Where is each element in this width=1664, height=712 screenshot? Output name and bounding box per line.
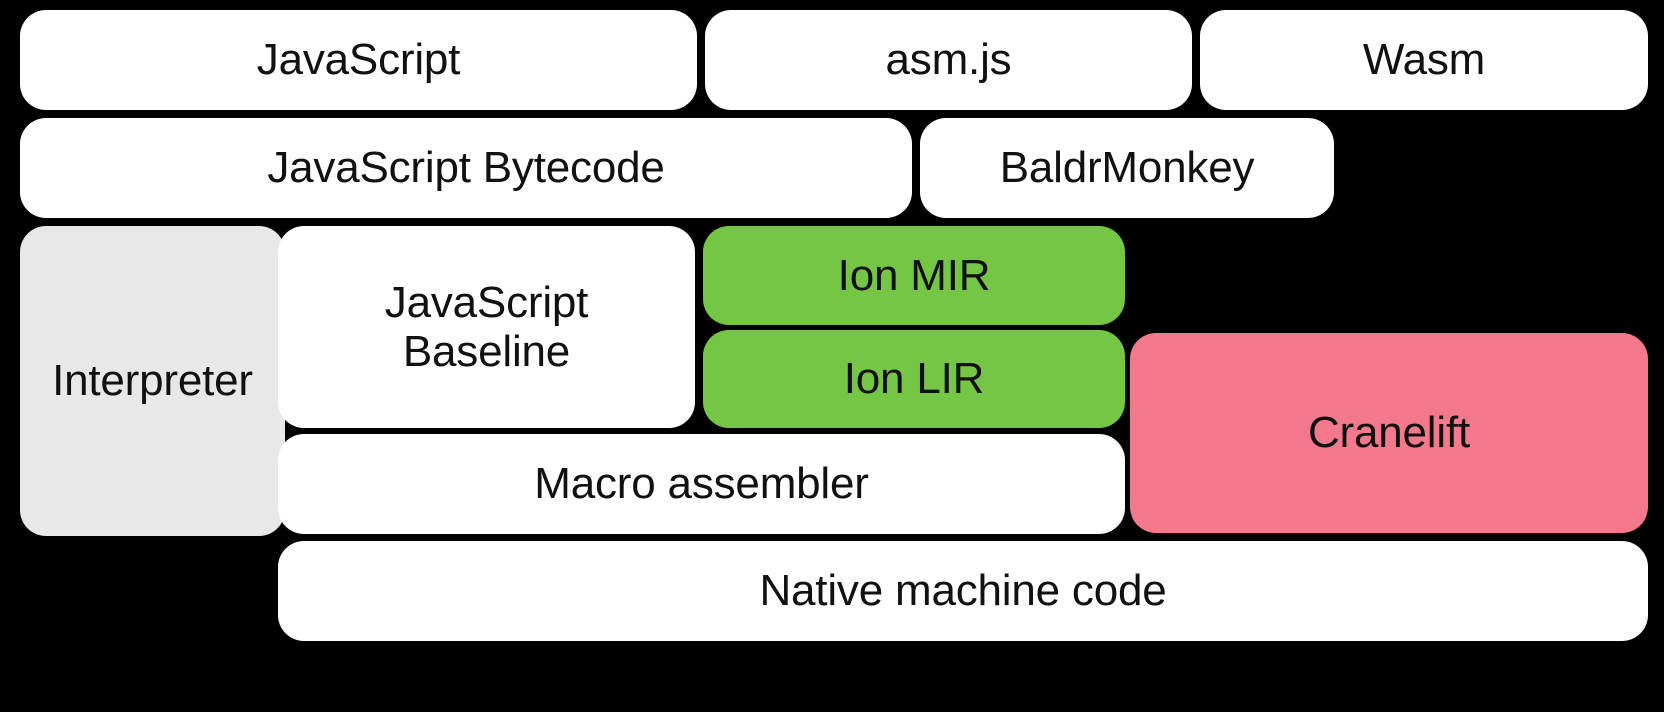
node-interpreter: Interpreter (20, 226, 285, 536)
node-asmjs-source: asm.js (705, 10, 1192, 110)
node-ion-lir: Ion LIR (703, 330, 1125, 428)
node-ion-mir: Ion MIR (703, 226, 1125, 325)
node-native-machine-code: Native machine code (278, 541, 1648, 641)
node-wasm-source: Wasm (1200, 10, 1648, 110)
node-cranelift: Cranelift (1130, 333, 1648, 533)
node-macro-assembler: Macro assembler (278, 434, 1125, 534)
node-javascript-baseline: JavaScript Baseline (278, 226, 695, 428)
node-javascript-source: JavaScript (20, 10, 697, 110)
node-baldrmonkey: BaldrMonkey (920, 118, 1334, 218)
node-javascript-bytecode: JavaScript Bytecode (20, 118, 912, 218)
